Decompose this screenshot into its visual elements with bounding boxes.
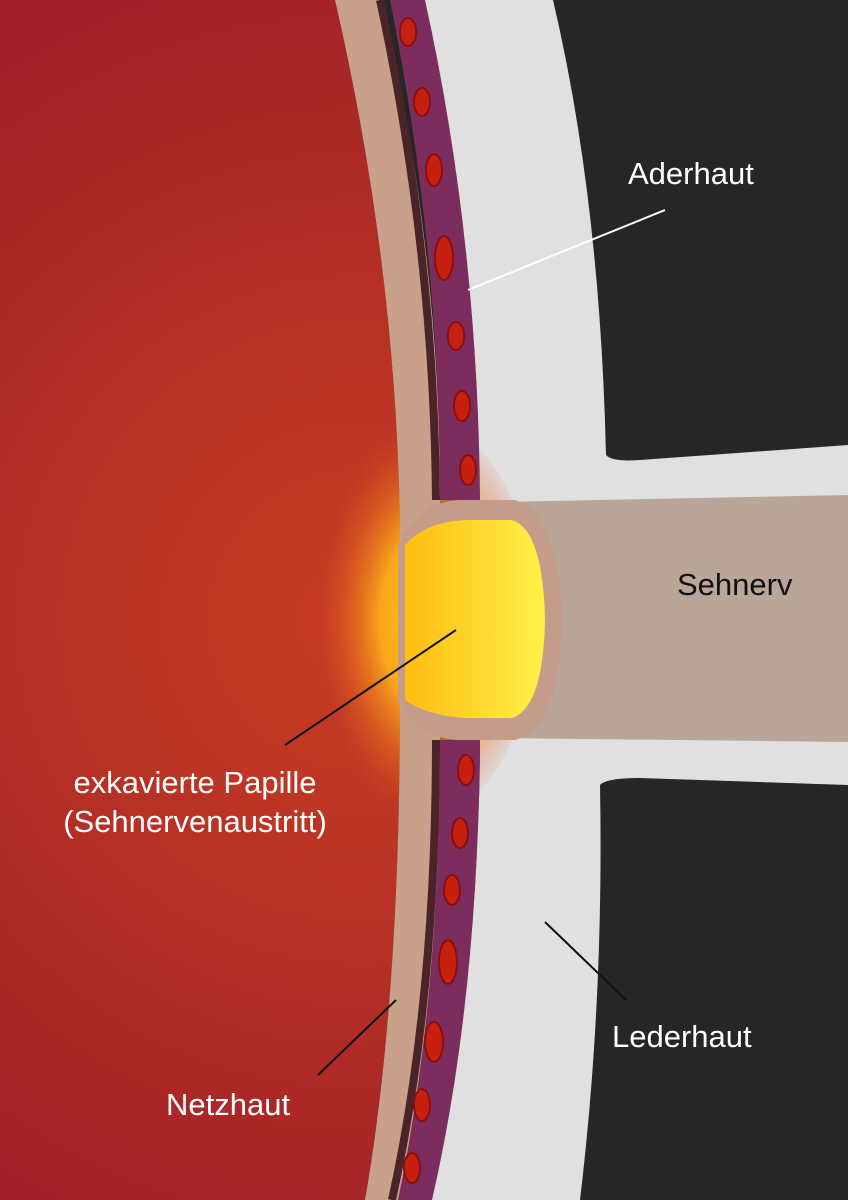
- blood-vessels: [399, 17, 477, 1184]
- label-netzhaut: Netzhaut: [166, 1087, 291, 1122]
- sclera-dark-block-bottom: [580, 778, 848, 1200]
- label-papille: exkavierte Papille (Sehnervenaustritt): [30, 764, 360, 842]
- vitreous-body: [0, 0, 400, 1200]
- retina: [335, 0, 440, 1200]
- excavated-papilla: [405, 520, 545, 718]
- optic-nerve: [500, 495, 848, 742]
- retina-pigment-line-bottom: [388, 739, 440, 1200]
- sclera-dark-block-top: [553, 0, 848, 461]
- label-lederhaut: Lederhaut: [612, 1019, 752, 1054]
- leader-line-netzhaut: [317, 999, 397, 1076]
- label-papille-line2: (Sehnervenaustritt): [63, 803, 327, 839]
- retina-pigment-line-top: [376, 0, 440, 501]
- label-aderhaut: Aderhaut: [628, 156, 754, 191]
- leader-line-aderhaut: [467, 209, 666, 291]
- label-papille-line1: exkavierte Papille: [73, 765, 317, 800]
- leader-line-papille: [284, 629, 457, 746]
- leader-line-lederhaut: [544, 921, 627, 1001]
- label-sehnerv: Sehnerv: [677, 567, 793, 602]
